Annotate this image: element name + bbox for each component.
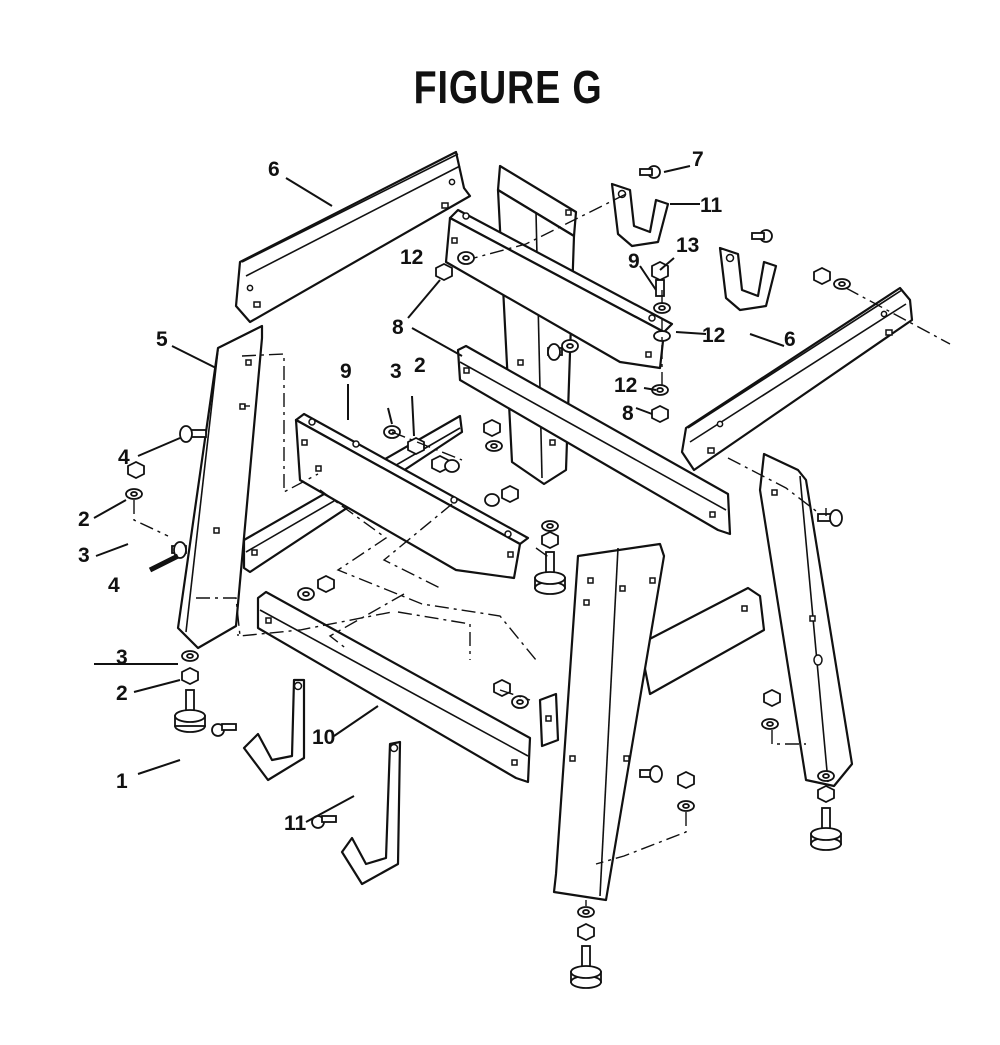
part-11-bracket-bottom: [340, 740, 402, 886]
callout-2-left-upper: 2: [78, 508, 90, 531]
screw-7-right: [751, 229, 773, 243]
callout-9-lower: 9: [340, 360, 352, 383]
assembly-lines: [133, 193, 951, 906]
callout-4-lower: 4: [108, 574, 120, 597]
callout-2-left-lower: 2: [116, 682, 128, 705]
callout-11-top: 11: [700, 194, 723, 217]
lower-rear-stiffener: [456, 344, 732, 536]
callout-12-lower: 12: [614, 374, 637, 397]
callout-10: 10: [312, 726, 335, 749]
front-right-leg: [538, 542, 766, 902]
callout-13: 13: [676, 234, 699, 257]
callout-12-right: 12: [702, 324, 725, 347]
callout-3-center: 3: [390, 360, 402, 383]
part-6-top-left-stiffener: [234, 150, 472, 324]
leveling-foot-1: [174, 689, 206, 733]
callout-2-center: 2: [414, 354, 426, 377]
callout-12-upper: 12: [400, 246, 423, 269]
callout-3-left-lower: 3: [116, 646, 128, 669]
carriage-bolt-center: [547, 343, 563, 361]
callouts: 1 2 2 2 3 3 3 4 4 5 6 6 7 8 8 9 9 10 11 …: [78, 148, 796, 835]
part-10-lower-front-stiffener: [256, 590, 532, 784]
callout-5: 5: [156, 328, 168, 351]
hex-bolt-13: [651, 260, 669, 297]
callout-1: 1: [116, 770, 128, 793]
leveling-foot-front: [570, 945, 602, 989]
callout-4-upper: 4: [118, 446, 130, 469]
screw-7-top: [639, 165, 661, 179]
figure-title: FIGURE G: [413, 61, 603, 113]
carriage-bolt-4-upper: [179, 425, 207, 443]
carriage-bolt-4-lower: [148, 541, 187, 573]
part-6-right-stiffener: [680, 286, 914, 472]
screw-left-bracket: [211, 723, 237, 737]
carriage-bolt-right: [817, 509, 843, 527]
part-5-left-front-leg: [176, 324, 264, 650]
part-11-bracket-left: [242, 678, 306, 782]
callout-3-left-upper: 3: [78, 544, 90, 567]
part-9-upper-rear-apron: [444, 208, 674, 370]
leveling-foot-rear: [534, 551, 566, 595]
callout-11-bottom: 11: [284, 812, 307, 835]
part-11-bracket-top: [610, 182, 670, 248]
leveling-foot-right: [810, 807, 842, 851]
hardware: [125, 165, 851, 989]
part-9-front-apron: [294, 412, 530, 580]
callout-9-upper: 9: [628, 250, 640, 273]
right-rear-leg: [758, 452, 854, 788]
callout-6-right: 6: [784, 328, 796, 351]
callout-6-left: 6: [268, 158, 280, 181]
callout-8-lower: 8: [622, 402, 634, 425]
carriage-bolt-front: [639, 765, 663, 783]
callout-8-upper: 8: [392, 316, 404, 339]
part-11-bracket-upper-right: [718, 246, 778, 312]
callout-7: 7: [692, 148, 704, 171]
leader-lines: [93, 165, 785, 823]
